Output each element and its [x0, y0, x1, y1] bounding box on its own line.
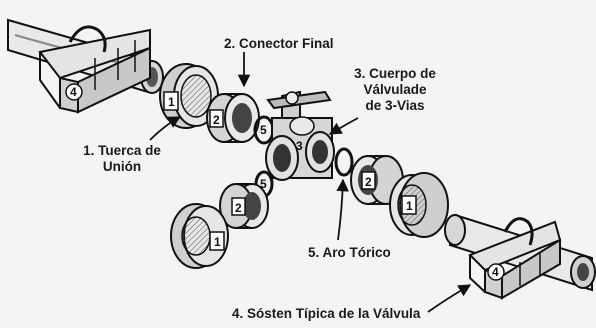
arrow-aro	[336, 178, 349, 241]
pipe-support-lower-right: 4	[468, 217, 562, 300]
part-number-nut-right: 1	[406, 199, 413, 213]
label-union-nut: 1. Tuerca de Unión	[72, 143, 172, 175]
valve-body: 3	[265, 90, 335, 181]
end-connector-top: 2	[206, 93, 260, 143]
label-union-nut-line2: Unión	[102, 159, 142, 174]
part-number-connector-right: 2	[365, 175, 372, 189]
part-number-connector-top: 2	[213, 113, 220, 127]
label-valve-body-line3: de 3-Vias	[365, 98, 425, 113]
label-o-ring: 5. Aro Tórico	[308, 245, 391, 260]
part-number-nut-left: 1	[214, 235, 221, 249]
part-number-support-top: 4	[70, 85, 77, 99]
part-number-nut-top: 1	[168, 95, 175, 109]
end-connector-left: 2	[219, 183, 269, 229]
part-number-oring-left: 5	[260, 177, 267, 191]
label-valve-body-line2: Válvulade	[363, 82, 427, 97]
label-end-connector: 2. Conector Final	[224, 36, 334, 51]
o-ring-right	[334, 147, 354, 177]
label-union-nut-line1: 1. Tuerca de	[83, 143, 161, 158]
label-valve-body-line1: 3. Cuerpo de	[354, 66, 436, 81]
arrow-soporte	[427, 284, 472, 313]
label-valve-body: 3. Cuerpo de Válvulade de 3-Vias	[340, 66, 450, 114]
union-nut-right: 1	[389, 172, 449, 238]
arrow-cuerpo	[328, 117, 359, 135]
part-number-support-right: 4	[492, 265, 499, 279]
part-number-body: 3	[296, 139, 303, 153]
union-nut-top: 1	[159, 63, 219, 129]
arrow-tuerca	[149, 116, 182, 141]
leader-arrows	[149, 52, 472, 313]
part-number-connector-left: 2	[235, 201, 242, 215]
union-nut-left: 1	[170, 203, 229, 269]
pipe-support-upper-left: 4	[38, 25, 151, 114]
part-number-oring-top: 5	[260, 123, 267, 137]
label-valve-support: 4. Sósten Típica de la Válvula	[232, 306, 421, 321]
end-connector-right: 2	[350, 155, 404, 205]
